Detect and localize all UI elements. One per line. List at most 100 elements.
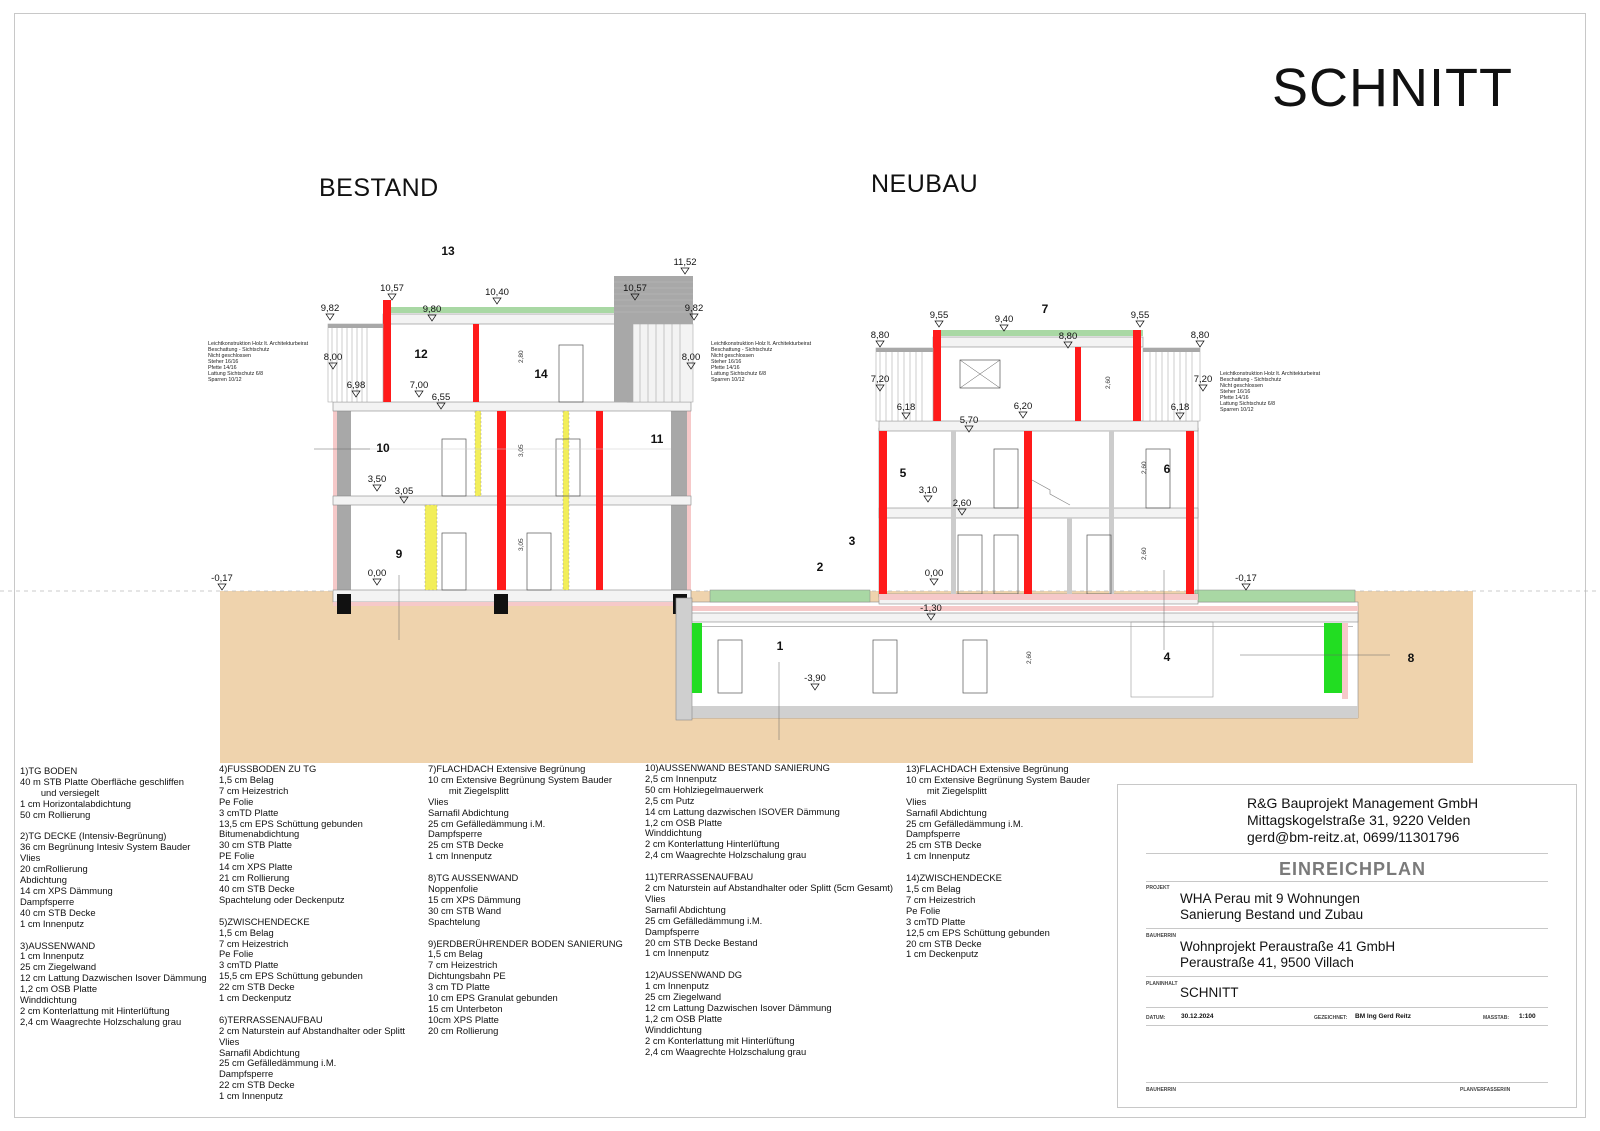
room-number: 9 xyxy=(396,547,403,561)
spec-line: 25 cm Gefälledämmung i.M. xyxy=(428,817,546,829)
spec-line: 2,4 cm Waagrechte Holzschalung grau xyxy=(645,849,807,861)
spec-line: 1,2 cm OSB Platte xyxy=(645,1012,723,1024)
height-dim: 3,05 xyxy=(518,444,525,457)
leicht-note: Steher 16/16 xyxy=(711,359,741,365)
spec-line: 36 cm Begrünung Intesiv System Bauder xyxy=(20,841,191,853)
leicht-note: Beschattung - Sichtschutz xyxy=(711,347,773,353)
room-number: 6 xyxy=(1164,462,1171,476)
spec-line: 2,5 cm Innenputz xyxy=(645,772,717,784)
plan-type: EINREICHPLAN xyxy=(1279,859,1427,879)
spec-line: 21 cm Rollierung xyxy=(219,872,290,884)
height-dim: 2,60 xyxy=(1026,651,1033,664)
spec-line: 25 cm Gefälledämmung i.M. xyxy=(906,817,1024,829)
label-planverfasser: PLANVERFASSER/IN xyxy=(1460,1087,1511,1093)
spec-line: 1,5 cm Belag xyxy=(906,882,961,894)
title-block: R&G Bauprojekt Management GmbH Mittagsko… xyxy=(1117,784,1577,1108)
projekt-line-2: Sanierung Bestand und Zubau xyxy=(1180,907,1364,922)
level-mark: 6,55 xyxy=(432,392,451,403)
level-mark: 8,80 xyxy=(871,330,890,341)
spec-line: 6)TERRASSENAUFBAU xyxy=(219,1013,323,1025)
spec-line: 7 cm Heizestrich xyxy=(219,784,289,796)
spec-line: Dampfsperre xyxy=(20,895,75,907)
room-number: 1 xyxy=(777,639,784,653)
spec-line: 10)AUSSENWAND BESTAND SANIERUNG xyxy=(645,762,830,773)
spec-line: 1,2 cm OSB Platte xyxy=(645,816,723,828)
spec-line: 40 m STB Platte Oberfläche geschliffen xyxy=(20,775,184,787)
level-mark: 7,00 xyxy=(410,380,429,391)
level-mark: 7,20 xyxy=(871,374,890,385)
spec-line: 1,5 cm Belag xyxy=(219,773,274,785)
spec-line: Winddichtung xyxy=(20,994,77,1006)
room-number: 5 xyxy=(900,466,907,480)
label-masstab: MASSTAB: xyxy=(1483,1015,1510,1021)
spec-line: 50 cm Rollierung xyxy=(20,808,91,820)
label-bauherrin: BAUHERRIN xyxy=(1146,933,1176,939)
room-number: 14 xyxy=(534,367,548,381)
leicht-note: Pfette 14/16 xyxy=(208,365,237,371)
spec-line: 15 cm XPS Dämmung xyxy=(428,893,521,905)
spec-line: 25 cm Gefälledämmung i.M. xyxy=(219,1057,337,1069)
spec-line: 3 cmTD Platte xyxy=(219,959,279,971)
spec-line: 13)FLACHDACH Extensive Begrünung xyxy=(906,763,1069,774)
spec-line: 22 cm STB Decke xyxy=(219,1079,295,1091)
spec-line: 50 cm Hohlziegelmauerwerk xyxy=(645,783,764,795)
spec-line: Dampfsperre xyxy=(906,828,961,840)
spec-line: 7 cm Heizestrich xyxy=(428,959,498,971)
spec-line: 30 cm STB Platte xyxy=(219,839,292,851)
spec-line: 2,4 cm Waagrechte Holzschalung grau xyxy=(20,1015,182,1027)
leicht-note: Sparren 10/12 xyxy=(208,377,242,383)
spec-line: 12 cm Lattung Dazwischen Isover Dämmung xyxy=(20,972,207,984)
spec-line: 9)ERDBERÜHRENDER BODEN SANIERUNG xyxy=(428,937,623,949)
level-mark: 9,55 xyxy=(1131,310,1150,321)
spec-line: 14 cm Lattung dazwischen ISOVER Dämmung xyxy=(645,805,840,817)
level-mark: 8,00 xyxy=(682,352,701,363)
label-planinhalt: PLANINHALT xyxy=(1146,981,1178,987)
room-number: 4 xyxy=(1164,650,1171,664)
spec-line: 14 cm XPS Platte xyxy=(219,861,293,873)
level-mark: 8,80 xyxy=(1059,331,1078,342)
level-mark: -0,17 xyxy=(211,573,233,584)
bauherrin-line-1: Wohnprojekt Peraustraße 41 GmbH xyxy=(1180,939,1396,954)
level-mark: 10,40 xyxy=(485,287,509,298)
spec-line: 7)FLACHDACH Extensive Begrünung xyxy=(428,763,586,774)
spec-line: 10cm XPS Platte xyxy=(428,1013,499,1025)
label-gezeichnet: GEZEICHNET: xyxy=(1314,1015,1348,1021)
spec-line: 20 cm STB Decke xyxy=(906,937,982,949)
spec-line: 20 cm Rollierung xyxy=(428,1024,499,1036)
spec-line: 2 cm Konterlattung Hinterlüftung xyxy=(645,838,780,850)
spec-line: Winddichtung xyxy=(645,1023,702,1035)
spec-line: 15 cm Unterbeton xyxy=(428,1002,503,1014)
spec-line: 40 cm STB Decke xyxy=(219,882,295,894)
spec-line: 7 cm Heizestrich xyxy=(906,893,976,905)
spec-line: mit Ziegelsplitt xyxy=(428,784,509,796)
datum-value: 30.12.2024 xyxy=(1181,1013,1214,1020)
spec-line: 10 cm Extensive Begrünung System Bauder xyxy=(428,773,612,785)
level-mark: 10,57 xyxy=(380,283,404,294)
level-mark: 3,05 xyxy=(395,486,414,497)
label-projekt: PROJEKT xyxy=(1146,885,1170,891)
spec-line: 30 cm STB Wand xyxy=(428,904,502,916)
spec-line: Vlies xyxy=(645,892,666,904)
leicht-note: Beschattung - Sichtschutz xyxy=(208,347,270,353)
level-mark: 3,10 xyxy=(919,485,938,496)
level-mark: 9,80 xyxy=(423,304,442,315)
room-number: 3 xyxy=(849,534,856,548)
level-mark: 6,98 xyxy=(347,380,366,391)
gezeichnet-value: BM Ing Gerd Reitz xyxy=(1355,1013,1411,1020)
spec-line: 13,5 cm EPS Schüttung gebunden xyxy=(219,817,363,829)
spec-line: Winddichtung xyxy=(645,827,702,839)
level-mark: 8,00 xyxy=(324,352,343,363)
spec-line: 1 cm Innenputz xyxy=(645,947,710,959)
spec-line: 25 cm Gefälledämmung i.M. xyxy=(645,914,763,926)
level-mark: 6,18 xyxy=(1171,402,1190,413)
spec-line: Pe Folie xyxy=(906,904,941,916)
room-number: 10 xyxy=(376,441,390,455)
spec-line: 8)TG AUSSENWAND xyxy=(428,872,519,884)
spec-line: 1 cm Deckenputz xyxy=(219,992,292,1004)
spec-line: Spachtelung xyxy=(428,915,481,927)
leicht-note: Sparren 10/12 xyxy=(1220,407,1254,413)
spec-line: 3 cm TD Platte xyxy=(428,981,490,993)
leicht-note: Nicht geschlossen xyxy=(711,353,754,359)
spec-line: mit Ziegelsplitt xyxy=(906,784,987,796)
